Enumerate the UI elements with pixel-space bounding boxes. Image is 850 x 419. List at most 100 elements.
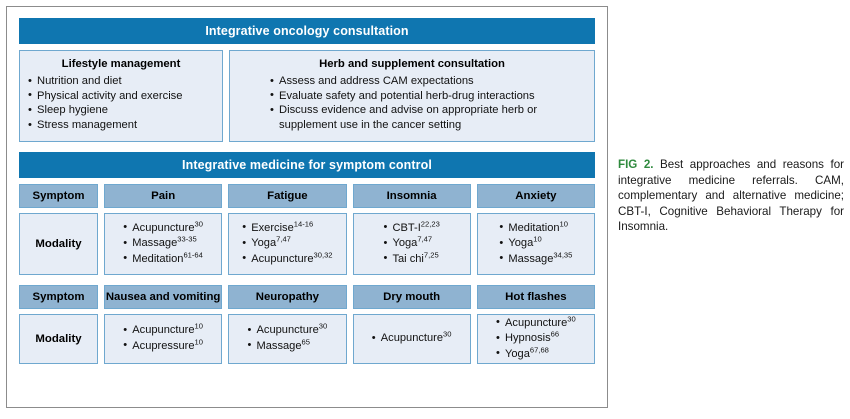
table2-modality-cell-3: Acupuncture30Hypnosis66Yoga67,68 xyxy=(476,313,595,364)
modality-reference: 7,25 xyxy=(423,249,439,259)
modality-name: Yoga xyxy=(505,347,530,360)
modality-item: Tai chi7,25 xyxy=(383,249,439,267)
consultation-boxes: Lifestyle management Nutrition and diet … xyxy=(19,50,595,142)
table1-modality-cell-0: Acupuncture30Massage33-35Meditation61-64 xyxy=(104,212,223,275)
modality-name: Acupuncture xyxy=(505,316,568,329)
table2-modality-cell-1: Acupuncture30Massage65 xyxy=(228,313,347,364)
modality-name: Acupuncture xyxy=(132,221,195,234)
list-item: Discuss evidence and advise on appropria… xyxy=(270,103,580,131)
modality-item: Hypnosis66 xyxy=(496,329,576,346)
modality-reference: 10 xyxy=(194,337,203,347)
modality-item: Acupuncture30 xyxy=(496,313,576,331)
modality-item: Meditation10 xyxy=(499,218,572,236)
modality-reference: 7,47 xyxy=(417,234,433,244)
list-item: Nutrition and diet xyxy=(28,73,214,88)
table2-modality-cell-0: Acupuncture10Acupressure10 xyxy=(104,313,223,364)
figure-caption-label: FIG 2. xyxy=(618,158,654,171)
modality-reference: 30 xyxy=(567,313,576,323)
table2-modality-cell-2: Acupuncture30 xyxy=(352,313,471,364)
modality-reference: 33-35 xyxy=(177,234,197,244)
modality-name: Acupuncture xyxy=(380,332,444,345)
modality-list: Acupuncture30 xyxy=(372,329,452,347)
list-item: Sleep hygiene xyxy=(28,103,214,117)
modality-reference: 14-16 xyxy=(293,218,314,228)
symptom-table-1: Symptom Pain Fatigue Insomnia Anxiety Mo… xyxy=(19,183,595,275)
modality-item: Acupuncture10 xyxy=(123,322,203,338)
modality-name: Acupuncture xyxy=(251,252,314,265)
modality-item: Acupuncture30 xyxy=(248,321,328,338)
modality-reference: 30 xyxy=(443,329,452,339)
table1-symptom-header-0: Pain xyxy=(104,183,223,208)
list-item: Physical activity and exercise xyxy=(28,88,214,103)
modality-reference: 22,23 xyxy=(420,218,440,228)
modality-name: Acupuncture xyxy=(132,324,195,337)
modality-list: Acupuncture30Massage33-35Meditation61-64 xyxy=(123,218,203,268)
section-header-integrative-oncology-consultation: Integrative oncology consultation xyxy=(19,18,595,44)
table2-symptom-header-2: Dry mouth xyxy=(352,284,471,309)
list-item: Stress management xyxy=(28,118,214,132)
modality-reference: 7,47 xyxy=(276,234,291,244)
modality-item: Meditation61-64 xyxy=(123,251,203,267)
table1-symptom-header-2: Insomnia xyxy=(352,183,471,208)
modality-list: Exercise14-16Yoga7,47Acupuncture30,32 xyxy=(242,218,332,268)
modality-item: CBT-I22,23 xyxy=(383,218,440,236)
table-body-row: Modality Acupuncture30Massage33-35Medita… xyxy=(19,212,595,275)
modality-name: Acupressure xyxy=(132,339,195,352)
modality-item: Acupuncture30,32 xyxy=(242,251,332,267)
table-body-row: Modality Acupuncture10Acupressure10 Acup… xyxy=(19,313,595,364)
spacer xyxy=(19,142,595,152)
modality-name: Massage xyxy=(508,252,554,265)
modality-reference: 65 xyxy=(301,337,310,347)
modality-name: Acupuncture xyxy=(256,324,319,337)
table2-row-label-body: Modality xyxy=(19,313,98,364)
table-header-row: Symptom Nausea and vomiting Neuropathy D… xyxy=(19,284,595,309)
symptom-table-2: Symptom Nausea and vomiting Neuropathy D… xyxy=(19,284,595,364)
modality-list: CBT-I22,23Yoga7,47Tai chi7,25 xyxy=(383,218,440,268)
table1-modality-cell-2: CBT-I22,23Yoga7,47Tai chi7,25 xyxy=(352,212,471,275)
modality-reference: 34,35 xyxy=(553,249,573,259)
modality-name: Massage xyxy=(132,237,178,250)
modality-reference: 10 xyxy=(533,234,542,244)
modality-item: Yoga7,47 xyxy=(383,234,439,251)
modality-reference: 67,68 xyxy=(529,344,549,354)
table2-symptom-header-1: Neuropathy xyxy=(228,284,347,309)
table1-row-label-header: Symptom xyxy=(19,183,98,208)
modality-item: Yoga10 xyxy=(499,234,572,251)
modality-list: Meditation10Yoga10Massage34,35 xyxy=(499,218,573,268)
modality-item: Massage33-35 xyxy=(123,234,203,251)
figure-caption: FIG 2. Best approaches and reasons for i… xyxy=(618,157,844,235)
modality-item: Yoga7,47 xyxy=(242,234,332,251)
modality-name: Yoga xyxy=(392,237,418,250)
modality-item: Acupressure10 xyxy=(123,337,203,354)
modality-item: Yoga67,68 xyxy=(496,344,576,362)
table-header-row: Symptom Pain Fatigue Insomnia Anxiety xyxy=(19,183,595,208)
list-item: Evaluate safety and potential herb-drug … xyxy=(270,88,580,103)
table1-symptom-header-3: Anxiety xyxy=(476,183,595,208)
herb-supplement-consultation-title: Herb and supplement consultation xyxy=(319,58,505,70)
table2-symptom-header-0: Nausea and vomiting xyxy=(104,284,223,309)
lifestyle-management-title: Lifestyle management xyxy=(61,58,181,70)
modality-reference: 66 xyxy=(550,329,560,339)
table1-row-label-body: Modality xyxy=(19,212,98,275)
herb-supplement-consultation-list: Assess and address CAM expectations Eval… xyxy=(270,73,580,132)
modality-list: Acupuncture10Acupressure10 xyxy=(123,322,203,354)
modality-list: Acupuncture30Hypnosis66Yoga67,68 xyxy=(496,313,576,363)
modality-item: Massage65 xyxy=(248,337,328,354)
figure-panel: Integrative oncology consultation Lifest… xyxy=(6,6,608,408)
modality-item: Exercise14-16 xyxy=(242,218,332,236)
modality-reference: 30 xyxy=(194,218,203,228)
modality-name: Meditation xyxy=(508,221,560,234)
table2-row-label-header: Symptom xyxy=(19,284,98,309)
modality-name: CBT-I xyxy=(392,221,421,234)
list-item: Assess and address CAM expectations xyxy=(270,73,580,88)
modality-list: Acupuncture30Massage65 xyxy=(248,321,328,354)
section-header-integrative-medicine-symptom-control: Integrative medicine for symptom control xyxy=(19,151,595,178)
table1-modality-cell-1: Exercise14-16Yoga7,47Acupuncture30,32 xyxy=(228,212,347,275)
table1-symptom-header-1: Fatigue xyxy=(228,183,347,208)
modality-reference: 10 xyxy=(559,218,568,228)
modality-reference: 30 xyxy=(318,321,328,331)
modality-name: Massage xyxy=(256,339,302,352)
table2-symptom-header-3: Hot flashes xyxy=(476,284,595,309)
figure-caption-text: Best approaches and reasons for integrat… xyxy=(618,158,845,234)
